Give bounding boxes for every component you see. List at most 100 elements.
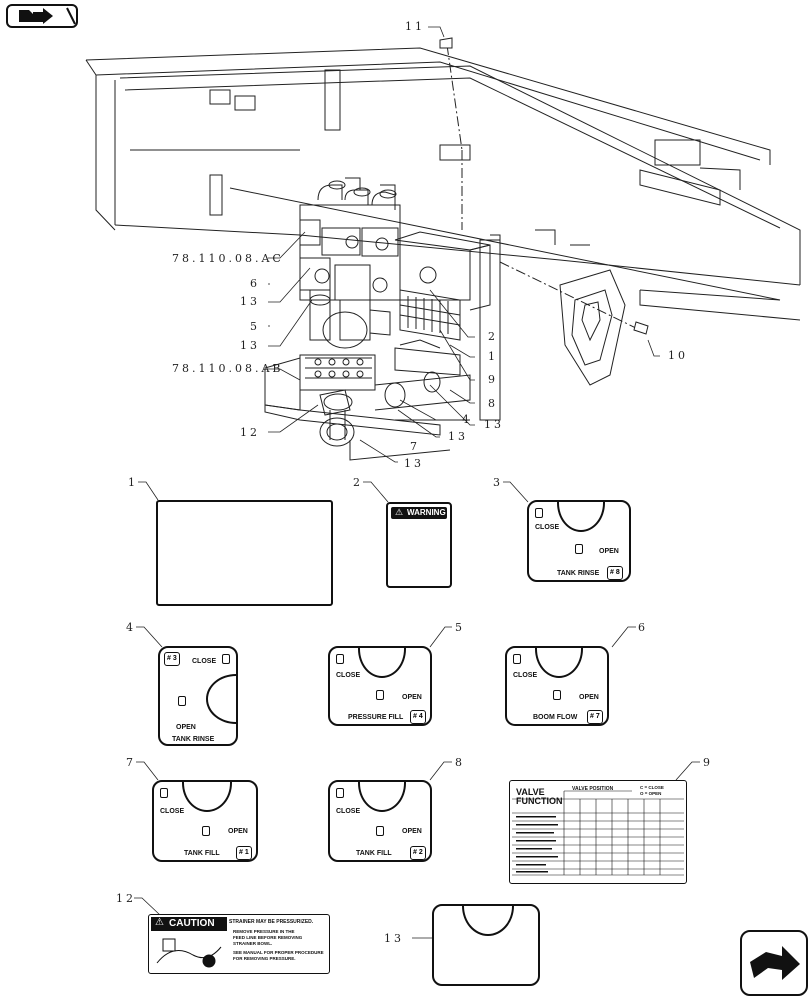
decal-5-pressure-fill-4: CLOSE OPEN PRESSURE FILL # 4 xyxy=(328,646,432,726)
caution-line-4: STRAINER BOWL. xyxy=(233,941,273,946)
valve-table-grid xyxy=(512,790,684,876)
open-label: OPEN xyxy=(402,694,422,701)
decal-id: # 7 xyxy=(587,710,603,724)
callout-decal-12: 12 xyxy=(116,892,136,905)
caution-pictogram xyxy=(156,938,222,968)
decal-name: PRESSURE FILL xyxy=(348,714,404,721)
callout-decal-9: 9 xyxy=(703,756,713,769)
decal-name: TANK FILL xyxy=(184,850,220,857)
callout-13a: 13 xyxy=(240,295,260,308)
callout-13c: 13 xyxy=(484,418,504,431)
callout-7: 7 xyxy=(410,440,420,453)
close-label: CLOSE xyxy=(336,672,361,679)
valve-icon xyxy=(535,508,543,518)
valve-function-title-2: FUNCTION xyxy=(516,796,563,806)
decal-name: TANK RINSE xyxy=(557,570,600,577)
callout-11: 11 xyxy=(405,20,425,33)
open-label: OPEN xyxy=(599,548,619,555)
callout-decal-13: 13 xyxy=(384,932,404,945)
open-label: OPEN xyxy=(402,828,422,835)
decal-7-tank-fill-1: CLOSE OPEN TANK FILL # 1 xyxy=(152,780,258,862)
callout-decal-1: 1 xyxy=(128,476,138,489)
valve-function-title-1: VALVE xyxy=(516,787,545,797)
callout-13d: 13 xyxy=(448,430,468,443)
close-label: CLOSE xyxy=(336,808,361,815)
decal-2-warning: ⚠ WARNING xyxy=(386,502,452,588)
decal-9-valve-function: VALVE FUNCTION VALVE POSITION C = CLOSE … xyxy=(509,780,687,884)
caution-line-2: REMOVE PRESSURE IN THE xyxy=(233,929,295,934)
callout-10: 10 xyxy=(668,349,688,362)
valve-icon xyxy=(336,788,344,798)
decal-3-tank-rinse-8: CLOSE OPEN TANK RINSE # 8 xyxy=(527,500,631,582)
callout-9: 9 xyxy=(488,373,498,386)
caution-line-1: STRAINER MAY BE PRESSURIZED. xyxy=(229,919,314,925)
callout-decal-4: 4 xyxy=(126,621,136,634)
callout-13e: 13 xyxy=(404,457,424,470)
callout-6: 6 xyxy=(250,277,260,290)
legend-open: O = OPEN xyxy=(640,791,662,796)
sprayer-plumbing-assembly-drawing xyxy=(85,26,801,463)
decal-name: TANK RINSE xyxy=(172,736,215,743)
callout-4: 4 xyxy=(462,413,472,426)
warning-header: ⚠ WARNING xyxy=(391,507,447,519)
decal-1-blank xyxy=(156,500,333,606)
caution-line-6: FOR REMOVING PRESSURE. xyxy=(233,956,296,961)
valve-icon xyxy=(513,654,521,664)
open-label: OPEN xyxy=(579,694,599,701)
callout-1: 1 xyxy=(488,350,498,363)
caution-title: CAUTION xyxy=(169,918,215,929)
decal-notch xyxy=(206,674,236,724)
valve-icon xyxy=(160,788,168,798)
callout-decal-8: 8 xyxy=(455,756,465,769)
close-label: CLOSE xyxy=(192,658,217,665)
close-label: CLOSE xyxy=(513,672,538,679)
decal-12-caution: ⚠ CAUTION STRAINER MAY BE PRESSURIZED. R… xyxy=(148,914,330,974)
valve-icon-center xyxy=(575,544,583,554)
legend-close: C = CLOSE xyxy=(640,785,664,790)
valve-icon xyxy=(222,654,230,664)
warning-triangle-icon: ⚠ xyxy=(395,507,404,517)
decal-notch xyxy=(535,648,583,678)
close-label: CLOSE xyxy=(160,808,185,815)
decal-notch xyxy=(182,782,232,812)
valve-icon-center xyxy=(202,826,210,836)
callout-decal-5: 5 xyxy=(455,621,465,634)
decal-name: BOOM FLOW xyxy=(533,714,578,721)
decal-id: # 1 xyxy=(236,846,252,860)
decal-notch xyxy=(358,648,406,678)
callout-2: 2 xyxy=(488,330,498,343)
decal-notch xyxy=(557,502,605,532)
callout-5: 5 xyxy=(250,320,260,333)
valve-icon-center xyxy=(553,690,561,700)
callout-decal-2: 2 xyxy=(353,476,363,489)
decal-6-boom-flow-7: CLOSE OPEN BOOM FLOW # 7 xyxy=(505,646,609,726)
warning-title: WARNING xyxy=(407,508,446,517)
callout-decal-3: 3 xyxy=(493,476,503,489)
open-label: OPEN xyxy=(228,828,248,835)
valve-icon-center xyxy=(376,826,384,836)
callout-8: 8 xyxy=(488,397,498,410)
open-label: OPEN xyxy=(176,724,196,731)
valve-icon-center xyxy=(376,690,384,700)
callout-decal-7: 7 xyxy=(126,756,136,769)
decal-id: # 8 xyxy=(607,566,623,580)
book-nav-button[interactable] xyxy=(6,4,78,28)
decal-id: # 4 xyxy=(410,710,426,724)
valve-position-header: VALVE POSITION xyxy=(572,786,614,792)
callout-13b: 13 xyxy=(240,339,260,352)
callout-78-110-08-ab: 78.110.08.AB xyxy=(172,362,284,375)
next-page-button[interactable] xyxy=(740,930,808,996)
decal-notch xyxy=(358,782,406,812)
caution-line-3: FEED LINE BEFORE REMOVING xyxy=(233,935,303,940)
valve-icon-center xyxy=(178,696,186,706)
valve-icon xyxy=(336,654,344,664)
decal-id: # 2 xyxy=(410,846,426,860)
decal-8-tank-fill-2: CLOSE OPEN TANK FILL # 2 xyxy=(328,780,432,862)
callout-12: 12 xyxy=(240,426,260,439)
caution-header: ⚠ CAUTION xyxy=(151,917,227,931)
caution-line-5: SEE MANUAL FOR PROPER PROCEDURE xyxy=(233,950,324,955)
book-arrow-icon xyxy=(19,7,76,25)
decal-name: TANK FILL xyxy=(356,850,392,857)
callout-decal-6: 6 xyxy=(638,621,648,634)
decal-id: # 3 xyxy=(164,652,180,666)
